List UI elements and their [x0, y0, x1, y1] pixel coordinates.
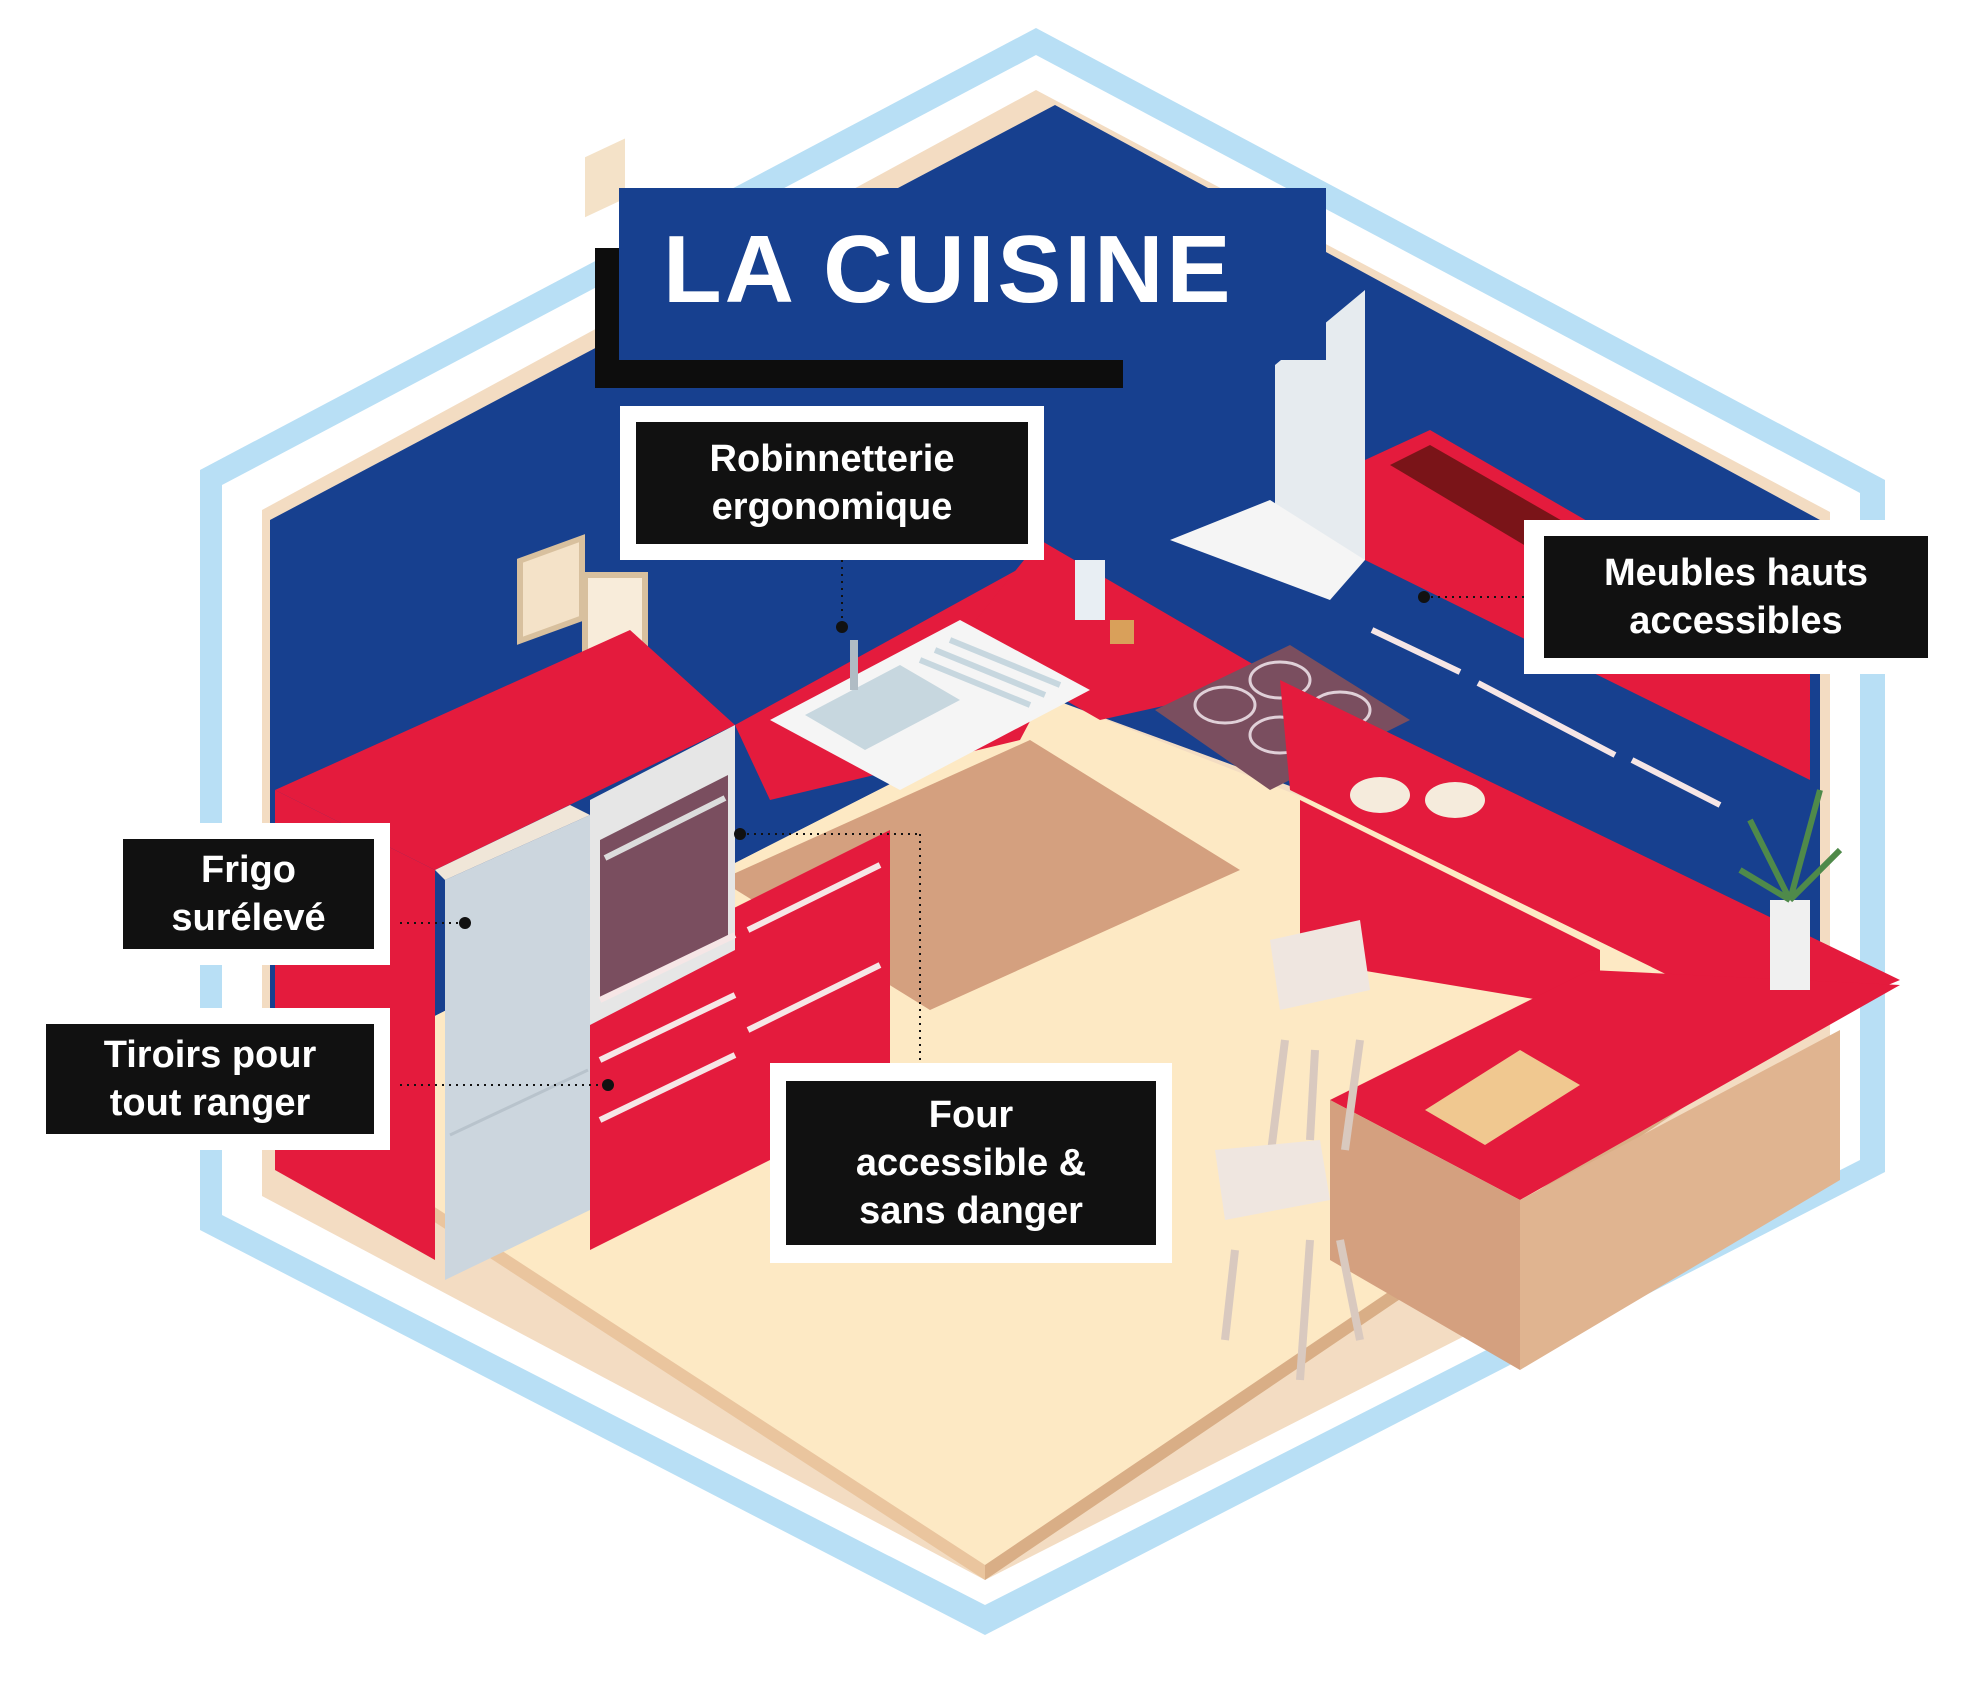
callout-robinetterie-label: Robinnetterie ergonomique: [636, 422, 1028, 544]
stool-icon: [1215, 1140, 1364, 1381]
plant-pot-icon: [1770, 900, 1810, 990]
cabinet-front-under-oven: [590, 830, 890, 1250]
callout-frigo: Frigo surélevé: [105, 823, 390, 965]
cabinet-front-right: [1300, 800, 1600, 1010]
cutting-board-icon: [1425, 1050, 1580, 1145]
oven-door: [600, 775, 728, 1000]
island-top: [1330, 970, 1900, 1200]
callout-meubles-hauts: Meubles hauts accessibles: [1524, 520, 1944, 674]
callout-tiroirs: Tiroirs pour tout ranger: [28, 1008, 390, 1150]
stool-icon: [1266, 920, 1370, 1161]
title-box: [619, 188, 1326, 360]
callout-four-label: Four accessible & sans danger: [786, 1081, 1156, 1245]
leader-lines: [400, 560, 1524, 1086]
plate-icon: [1350, 777, 1410, 813]
callout-line: accessibles: [1629, 600, 1843, 642]
counter-top-left: [275, 630, 735, 870]
sink-basin: [805, 665, 960, 750]
callout-line: ergonomique: [711, 486, 953, 528]
fridge-door-line: [449, 1068, 589, 1137]
drawers: [598, 862, 882, 1123]
fridge-body: [445, 815, 590, 1280]
milk-carton-icon: [1075, 560, 1105, 620]
callout-line: tout ranger: [109, 1082, 311, 1124]
callout-line: Meubles hauts: [1604, 552, 1868, 594]
oven-handle: [603, 795, 727, 861]
plate-icon: [1425, 782, 1485, 818]
callout-frigo-label: Frigo surélevé: [123, 839, 374, 949]
plant-icon: [1738, 789, 1843, 903]
picture-frame: [585, 138, 625, 218]
callout-line: Frigo: [201, 849, 296, 891]
callout-tiroirs-label: Tiroirs pour tout ranger: [46, 1024, 374, 1134]
callout-meubles-label: Meubles hauts accessibles: [1544, 536, 1928, 658]
callout-line: Tiroirs pour: [103, 1034, 317, 1076]
upper-cabinet-handles: [1370, 627, 1722, 808]
leader-dots: [459, 591, 1430, 1091]
counter-top-right: [1280, 680, 1900, 1030]
callout-four: Four accessible & sans danger: [770, 1063, 1172, 1263]
callout-line: surélevé: [171, 897, 326, 939]
sink-drainboard: [918, 637, 1062, 708]
callout-line: accessible &: [855, 1142, 1087, 1184]
callout-line: Four: [928, 1094, 1014, 1136]
island-side: [1330, 1100, 1520, 1370]
page-title: LA CUISINE: [663, 216, 1234, 323]
cup-icon: [1110, 620, 1134, 644]
callout-line: Robinnetterie: [709, 438, 955, 480]
range-hood-base: [1170, 500, 1365, 600]
callout-line: sans danger: [859, 1190, 1083, 1232]
island-front: [1520, 1030, 1840, 1370]
faucet-icon: [850, 640, 858, 690]
callout-robinetterie: Robinnetterie ergonomique: [620, 406, 1044, 560]
fridge-top: [435, 805, 590, 880]
